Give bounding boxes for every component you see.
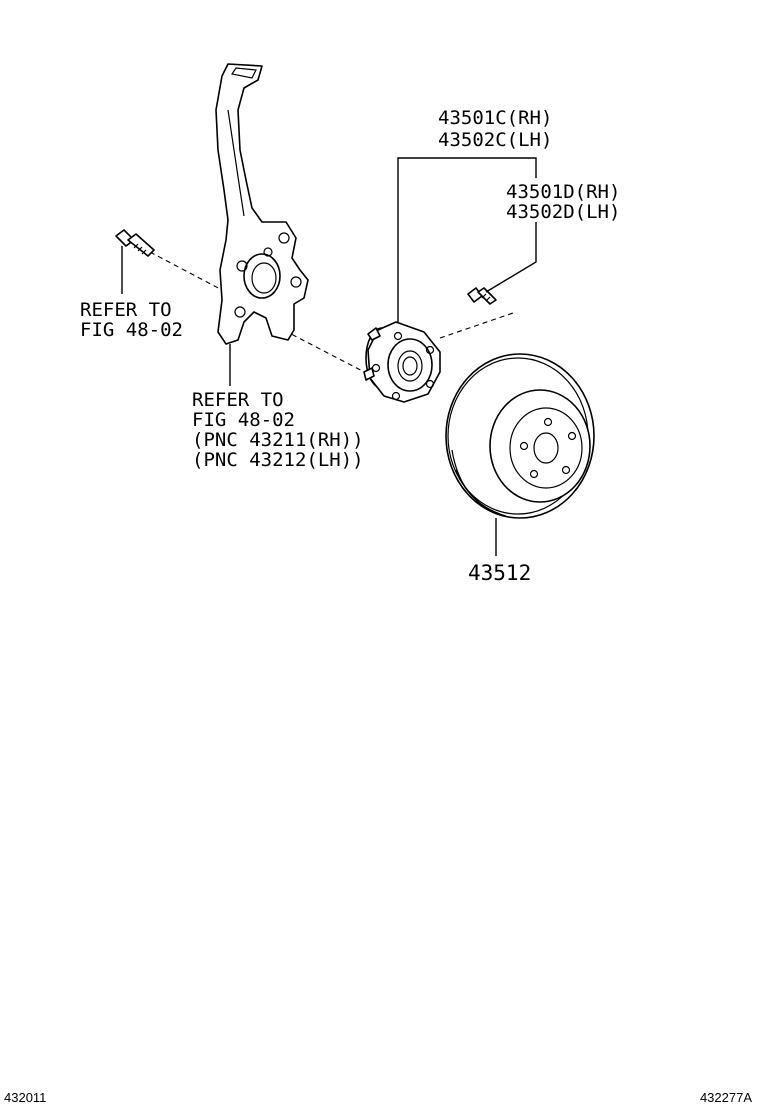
hub-bracket-leader [397,157,537,322]
footer-left-code: 432011 [4,1090,46,1105]
label-43512: 43512 [468,561,531,585]
label-knuckle-pnc-lh: (PNC 43212(LH)) [192,449,364,471]
hub-bearing-assembly [363,321,441,403]
steering-knuckle [215,63,309,386]
label-knuckle-pnc-rh: (PNC 43211(RH)) [192,429,364,451]
label-43502d-lh: 43502D(LH) [506,201,620,223]
hub-bolt [467,287,497,305]
hubbolt-leader [485,222,537,293]
label-knuckle-fig: FIG 48-02 [192,409,295,431]
bolt-axis-dashed-line [149,251,223,291]
label-43501d-rh: 43501D(RH) [506,181,620,203]
label-bolt-fig: FIG 48-02 [80,319,183,341]
brake-disc [445,353,595,556]
label-43501c-rh: 43501C(RH) [438,107,552,129]
knuckle-bolt [115,229,155,294]
hubbolt-axis-dashed-line [439,311,517,339]
label-43502c-lh: 43502C(LH) [438,129,552,151]
footer-right-code: 432277A [700,1090,752,1105]
label-knuckle-refer: REFER TO [192,389,284,411]
label-bolt-refer: REFER TO [80,299,172,321]
